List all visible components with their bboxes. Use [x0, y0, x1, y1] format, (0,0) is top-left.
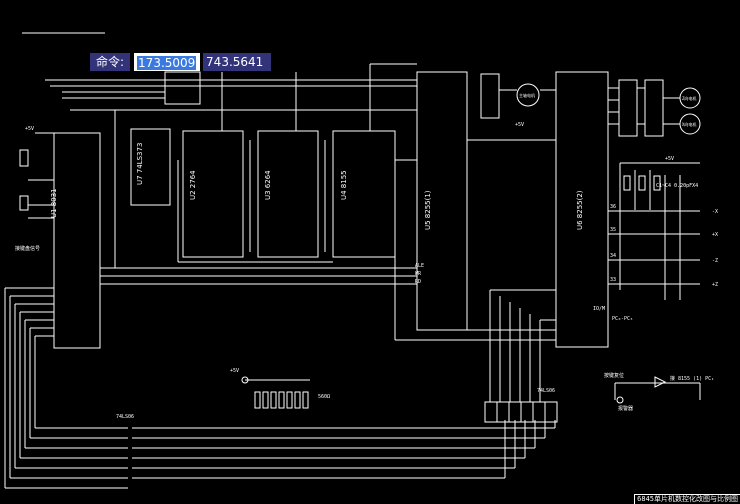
label-reset-btn: 按键复位 [604, 372, 624, 379]
label-8155: U4 8155 [340, 170, 348, 200]
label-8255-2: U6 8255(2) [576, 190, 584, 230]
label-8255-1: U5 8255(1) [424, 190, 432, 230]
label-ale: ALE [415, 263, 424, 269]
label-motor-x: X向电机 [682, 121, 696, 127]
label-pin35: 35 [610, 227, 616, 233]
label-io-row: IO/M [593, 306, 605, 312]
label-74ls06-a: 74LS06 [116, 414, 134, 420]
label-v5-d: +5V [230, 368, 239, 374]
label-motor-z: Z向电机 [682, 95, 696, 101]
drawing-title-block: 6845单片机数控化改图与比例图 [634, 494, 740, 504]
label-motor-sp: 主轴电机 [519, 92, 535, 98]
label-74ls373: U7 74LS373 [136, 143, 144, 185]
label-res560: 560Ω [318, 394, 330, 400]
label-2764: U2 2764 [189, 170, 197, 200]
label-8031: U1 8031 [50, 188, 58, 218]
label-v5-c: +5V [665, 156, 674, 162]
label-key-in: 接键盘信号 [15, 245, 40, 252]
label-minus-z: -Z [712, 258, 718, 264]
label-minus-x: -X [712, 209, 718, 215]
label-wr: WR [415, 271, 422, 277]
label-capacitor: C1~C4 0.20pFX4 [656, 183, 698, 189]
coordinate-x-input[interactable]: 173.5009 [134, 53, 201, 71]
label-v5-a: +5V [25, 126, 34, 132]
label-hint: 接 8155 (1) PC₁ [670, 375, 714, 382]
label-rd: RD [415, 279, 421, 285]
command-tooltip[interactable]: 命令: 173.5009 743.5641 [90, 51, 272, 73]
label-plus-z: +Z [712, 282, 718, 288]
label-6264: U3 6264 [264, 170, 272, 200]
label-pin33: 33 [610, 277, 616, 283]
label-pin34: 34 [610, 253, 616, 259]
label-pc-row: PC₀-PC₅ [612, 316, 633, 322]
label-v5-b: +5V [515, 122, 524, 128]
label-74ls06-b: 74LS06 [537, 388, 555, 394]
label-pin36: 36 [610, 204, 616, 210]
command-label: 命令: [90, 53, 131, 71]
chip-8031-outline [53, 132, 101, 349]
coordinate-x-value[interactable]: 173.5009 [137, 56, 197, 70]
coordinate-y-input[interactable]: 743.5641 [203, 53, 272, 71]
label-plus-x: +X [712, 232, 718, 238]
label-alarm: 报警器 [618, 405, 633, 412]
